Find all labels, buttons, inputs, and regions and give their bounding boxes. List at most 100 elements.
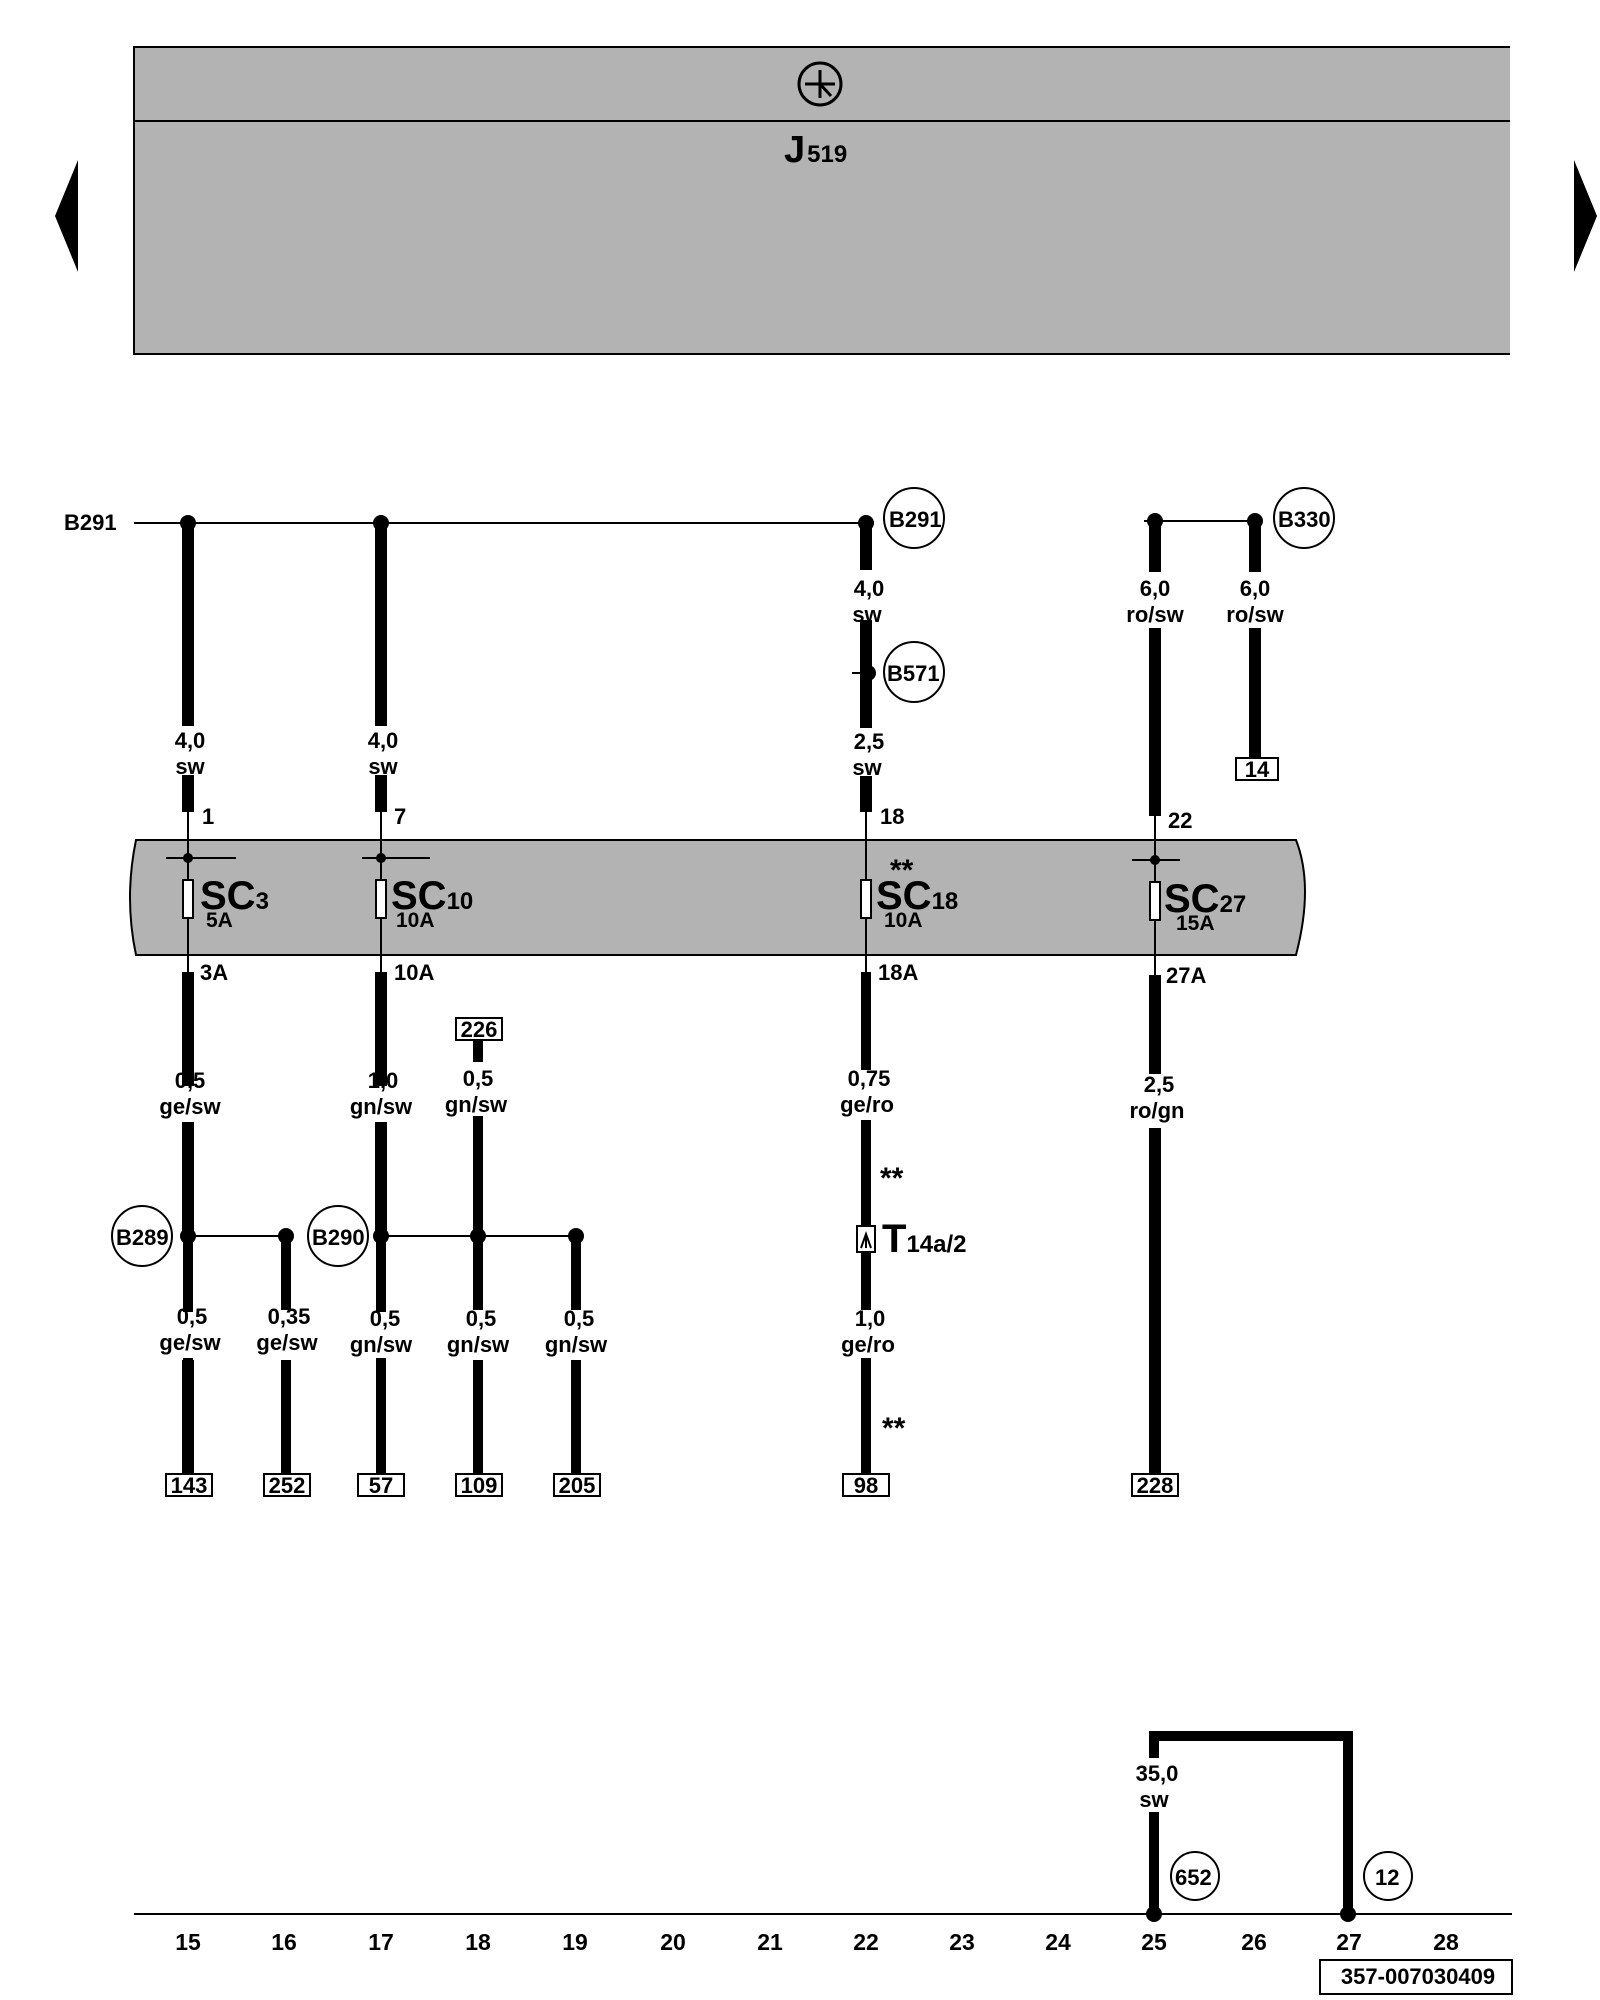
svg-text:7: 7 <box>394 804 406 829</box>
svg-text:0,5: 0,5 <box>370 1306 401 1331</box>
svg-text:**: ** <box>890 854 914 887</box>
column-numbers: 15 16 17 18 19 20 21 22 23 24 25 26 27 2… <box>175 1929 1459 1955</box>
control-unit-box <box>133 46 1513 355</box>
svg-text:6,0: 6,0 <box>1140 576 1171 601</box>
svg-text:gn/sw: gn/sw <box>350 1094 413 1119</box>
svg-text:27A: 27A <box>1166 963 1206 988</box>
svg-text:23: 23 <box>949 1929 975 1955</box>
svg-text:B289: B289 <box>116 1225 169 1250</box>
svg-text:sw: sw <box>1139 1787 1169 1812</box>
fuse-carrier <box>129 839 1306 956</box>
svg-text:3A: 3A <box>200 960 228 985</box>
svg-text:B291: B291 <box>889 507 942 532</box>
svg-text:B571: B571 <box>887 661 940 686</box>
svg-text:28: 28 <box>1433 1929 1459 1955</box>
svg-text:18A: 18A <box>878 960 918 985</box>
ground-strap <box>1149 1731 1353 1914</box>
svg-text:6,0: 6,0 <box>1240 576 1271 601</box>
ref-box-252[interactable]: 252 <box>269 1473 306 1498</box>
svg-text:gn/sw: gn/sw <box>445 1092 508 1117</box>
bus-label: B291 <box>64 510 117 535</box>
ref-box-205[interactable]: 205 <box>559 1473 596 1498</box>
svg-text:1,0: 1,0 <box>368 1068 399 1093</box>
svg-text:0,5: 0,5 <box>175 1068 206 1093</box>
svg-text:652: 652 <box>1175 1865 1212 1890</box>
svg-text:1,0: 1,0 <box>855 1306 886 1331</box>
svg-text:sw: sw <box>175 754 205 779</box>
ref-box-109[interactable]: 109 <box>461 1473 498 1498</box>
svg-text:2,5: 2,5 <box>1144 1072 1175 1097</box>
svg-text:1: 1 <box>202 804 214 829</box>
fuse-sc18-label: SC18 <box>876 874 958 918</box>
ref-box-143[interactable]: 143 <box>171 1473 208 1498</box>
svg-text:gn/sw: gn/sw <box>447 1332 510 1357</box>
ref-b571[interactable]: B571 <box>883 641 945 703</box>
arrow-right-icon[interactable] <box>1574 160 1597 272</box>
fuse-sc10-symbol <box>375 879 387 919</box>
document-number: 357-007030409 <box>1341 1964 1495 1989</box>
svg-text:25: 25 <box>1141 1929 1167 1955</box>
svg-text:10A: 10A <box>394 960 434 985</box>
svg-text:ge/ro: ge/ro <box>840 1092 894 1117</box>
svg-text:16: 16 <box>271 1929 297 1955</box>
svg-text:**: ** <box>882 1412 906 1445</box>
svg-text:21: 21 <box>757 1929 783 1955</box>
ref-b289[interactable]: B289 <box>111 1205 173 1267</box>
svg-text:10A: 10A <box>396 909 435 932</box>
ref-652[interactable]: 652 <box>1170 1851 1220 1901</box>
svg-text:22: 22 <box>853 1929 879 1955</box>
svg-text:0,5: 0,5 <box>177 1304 208 1329</box>
ref-box-14[interactable]: 14 <box>1245 757 1270 782</box>
ref-12[interactable]: 12 <box>1363 1851 1413 1901</box>
ref-box-228[interactable]: 228 <box>1137 1473 1174 1498</box>
fuse-sc10-label: SC10 <box>391 874 473 918</box>
svg-text:10A: 10A <box>884 909 923 932</box>
fuse-sc18-symbol <box>860 879 872 919</box>
svg-text:24: 24 <box>1045 1929 1071 1955</box>
control-unit-title: J519 <box>784 129 847 171</box>
svg-text:2,5: 2,5 <box>854 729 885 754</box>
svg-text:0,75: 0,75 <box>848 1066 891 1091</box>
svg-text:4,0: 4,0 <box>175 728 206 753</box>
svg-text:15: 15 <box>175 1929 201 1955</box>
ref-box-57[interactable]: 57 <box>369 1473 393 1498</box>
svg-text:ge/sw: ge/sw <box>159 1094 221 1119</box>
svg-text:sw: sw <box>852 755 882 780</box>
svg-text:**: ** <box>880 1162 904 1195</box>
fuse-sc27-label: SC27 <box>1164 877 1246 921</box>
svg-text:B290: B290 <box>312 1225 365 1250</box>
svg-text:ge/sw: ge/sw <box>256 1330 318 1355</box>
svg-text:4,0: 4,0 <box>854 576 885 601</box>
arrow-left-icon[interactable] <box>55 160 78 272</box>
svg-text:0,5: 0,5 <box>463 1066 494 1091</box>
svg-text:0,5: 0,5 <box>564 1306 595 1331</box>
svg-text:19: 19 <box>562 1929 588 1955</box>
svg-text:18: 18 <box>465 1929 491 1955</box>
svg-text:17: 17 <box>368 1929 394 1955</box>
fuse-sc3-label: SC3 <box>200 874 269 918</box>
svg-text:22: 22 <box>1168 808 1192 833</box>
ref-box-98[interactable]: 98 <box>854 1473 878 1498</box>
svg-text:sw: sw <box>368 754 398 779</box>
svg-text:18: 18 <box>880 804 904 829</box>
ref-b290[interactable]: B290 <box>307 1205 369 1267</box>
svg-text:26: 26 <box>1241 1929 1267 1955</box>
svg-text:sw: sw <box>852 602 882 627</box>
svg-text:ge/ro: ge/ro <box>841 1332 895 1357</box>
svg-text:ge/sw: ge/sw <box>159 1330 221 1355</box>
svg-text:ro/sw: ro/sw <box>1226 602 1284 627</box>
svg-text:27: 27 <box>1336 1929 1362 1955</box>
svg-text:4,0: 4,0 <box>368 728 399 753</box>
fuse-sc3-symbol <box>182 879 194 919</box>
ref-b330[interactable]: B330 <box>1273 487 1335 549</box>
svg-text:12: 12 <box>1375 1865 1399 1890</box>
svg-text:15A: 15A <box>1176 912 1215 935</box>
svg-text:35,0: 35,0 <box>1136 1761 1179 1786</box>
connector-t14a-label: T14a/2 <box>882 1217 967 1261</box>
clock-power-icon <box>797 61 843 107</box>
svg-text:5A: 5A <box>206 909 233 932</box>
ref-b291[interactable]: B291 <box>883 487 945 549</box>
ref-box-226[interactable]: 226 <box>461 1017 498 1042</box>
svg-text:gn/sw: gn/sw <box>545 1332 608 1357</box>
